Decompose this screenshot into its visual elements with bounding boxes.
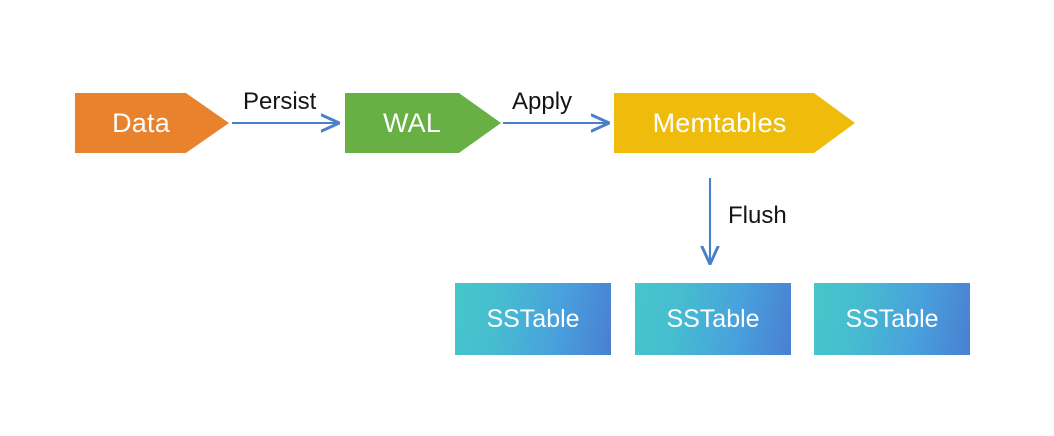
node-wal-label: WAL	[382, 107, 442, 138]
node-data[interactable]: Data	[75, 93, 229, 153]
node-memtables-label: Memtables	[652, 107, 787, 138]
node-sstable-2[interactable]: SSTable	[814, 283, 970, 355]
node-sstable-1-label: SSTable	[666, 304, 760, 333]
node-sstable-1[interactable]: SSTable	[635, 283, 791, 355]
edge-label-apply: Apply	[512, 88, 573, 115]
node-sstable-2-label: SSTable	[845, 304, 939, 333]
node-memtables[interactable]: Memtables	[614, 93, 855, 153]
node-sstable-0-label: SSTable	[486, 304, 580, 333]
node-data-label: Data	[112, 107, 170, 138]
edge-label-persist: Persist	[243, 88, 317, 115]
node-sstable-0[interactable]: SSTable	[455, 283, 611, 355]
node-wal[interactable]: WAL	[345, 93, 501, 153]
edge-label-flush: Flush	[728, 202, 787, 229]
